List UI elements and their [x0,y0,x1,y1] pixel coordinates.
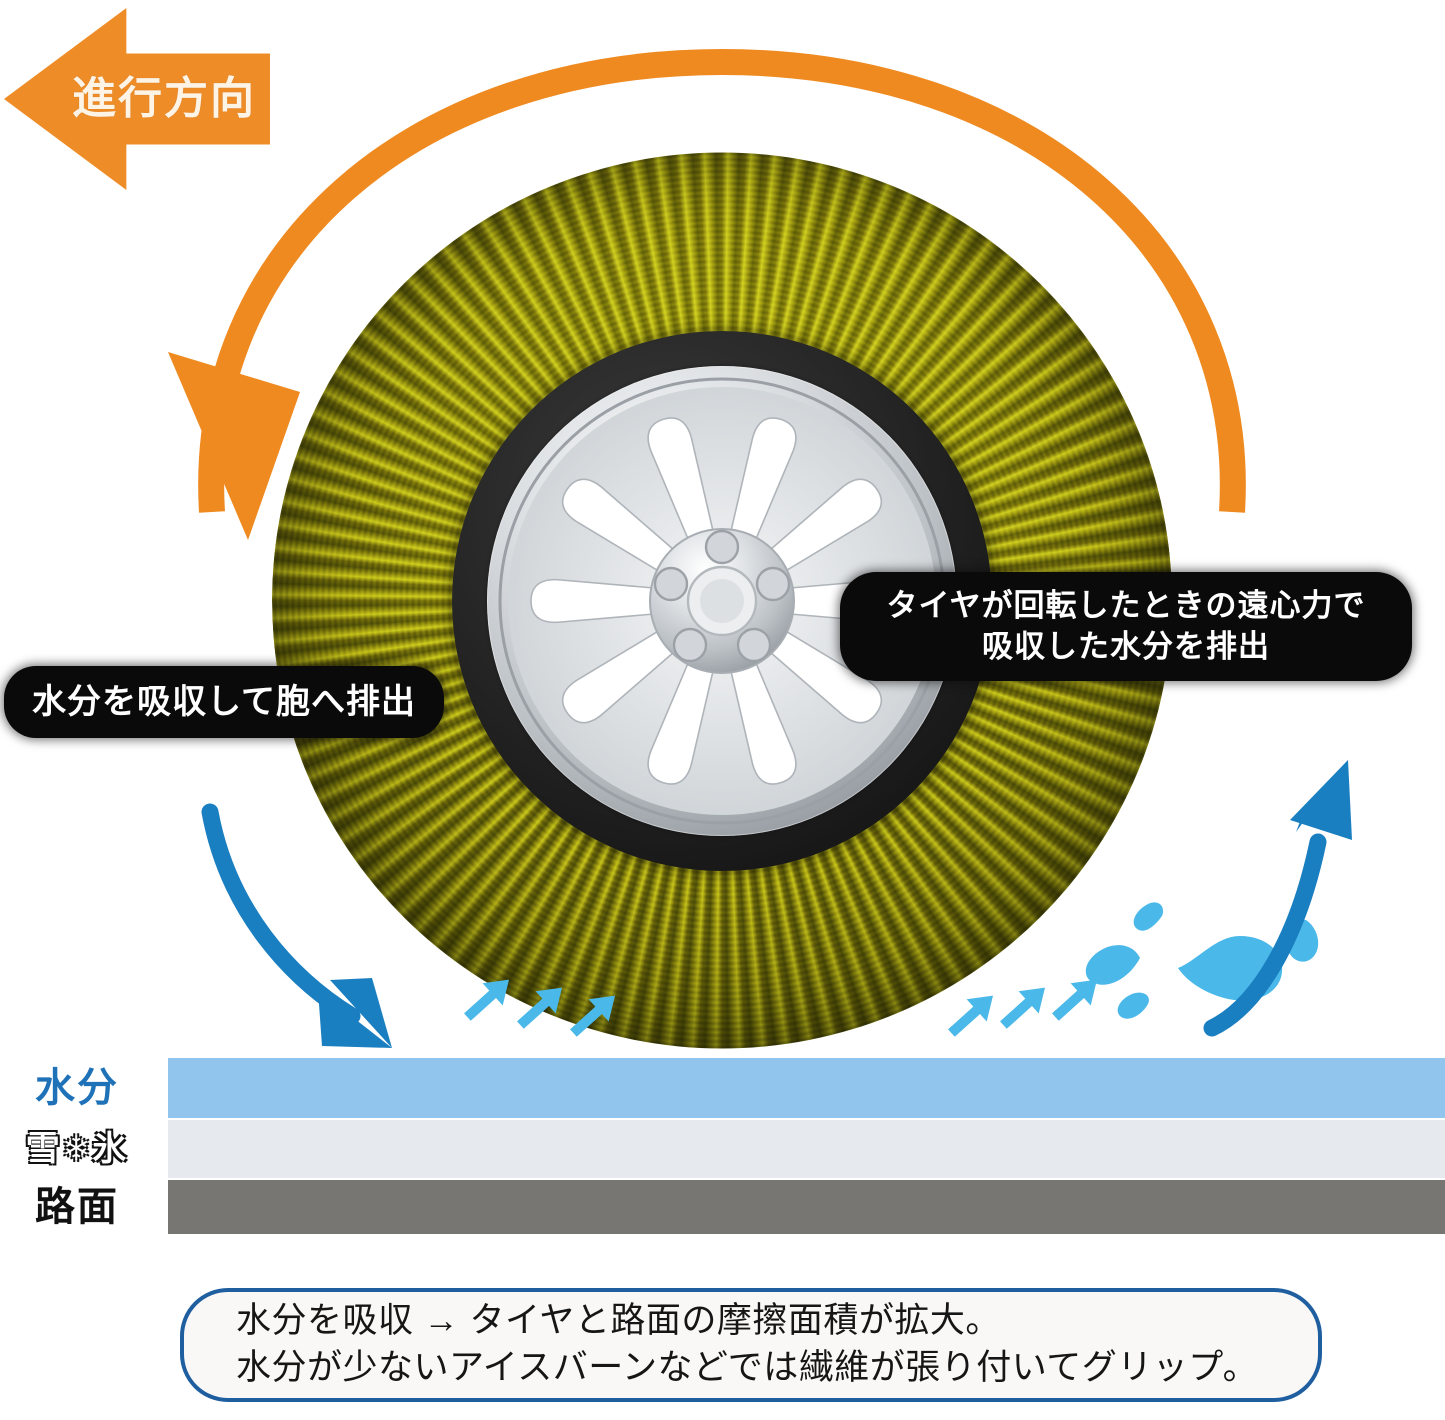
caption-line-2: 水分が少ないアイスバーンなどでは繊維が張り付いてグリップ。 [236,1348,1259,1387]
legend-bar-snow-ice [168,1120,1445,1178]
legend-bar-water [168,1058,1445,1118]
callout-absorb-text: 水分を吸収して胞へ排出 [10,672,438,733]
direction-of-travel-arrow: 進行方向 [4,8,270,190]
legend-label-snow-ice: 雪❄氷 [25,1130,129,1168]
curved-down-right-arrow-icon [201,803,392,1048]
up-right-arrow-icon [464,979,616,1037]
rotation-arrow-icon [168,48,1246,540]
rotation-arc-layer [168,48,1246,540]
legend-row-road: 路面 [0,1180,1445,1234]
wheel-spokes-icon [488,366,956,835]
direction-of-travel-label: 進行方向 [72,74,256,123]
up-right-arrow-icon [948,979,1098,1037]
callout-absorb: 水分を吸収して胞へ排出 [10,672,438,733]
caption-box: 水分を吸収 → タイヤと路面の摩擦面積が拡大。 水分が少ないアイスバーンなどでは… [180,1288,1322,1402]
water-flow-layer [201,760,1352,1048]
tire-sock-illustration: 水分を吸収して胞へ排出 タイヤが回転したときの遠心力で 吸収した水分を排出 [10,48,1406,1049]
legend-label-road: 路面 [35,1185,119,1229]
caption-line-1: 水分を吸収 → タイヤと路面の摩擦面積が拡大。 [236,1301,1001,1341]
curved-up-right-arrow-icon [1203,760,1352,1037]
legend-row-snow-ice: 雪❄氷 [0,1120,1445,1178]
ground-layers-legend: 水分 雪❄氷 路面 [0,1052,1445,1242]
legend-row-water: 水分 [0,1058,1445,1118]
callout-centrifugal-line1: タイヤが回転したときの遠心力で [886,588,1366,623]
callout-centrifugal-blob: タイヤが回転したときの遠心力で 吸収した水分を排出 [846,578,1406,676]
legend-bar-road [168,1180,1445,1234]
callout-centrifugal-line2: 吸収した水分を排出 [982,628,1270,664]
callout-centrifugal: タイヤが回転したときの遠心力で 吸収した水分を排出 [846,578,1406,676]
legend-label-water: 水分 [35,1066,119,1110]
